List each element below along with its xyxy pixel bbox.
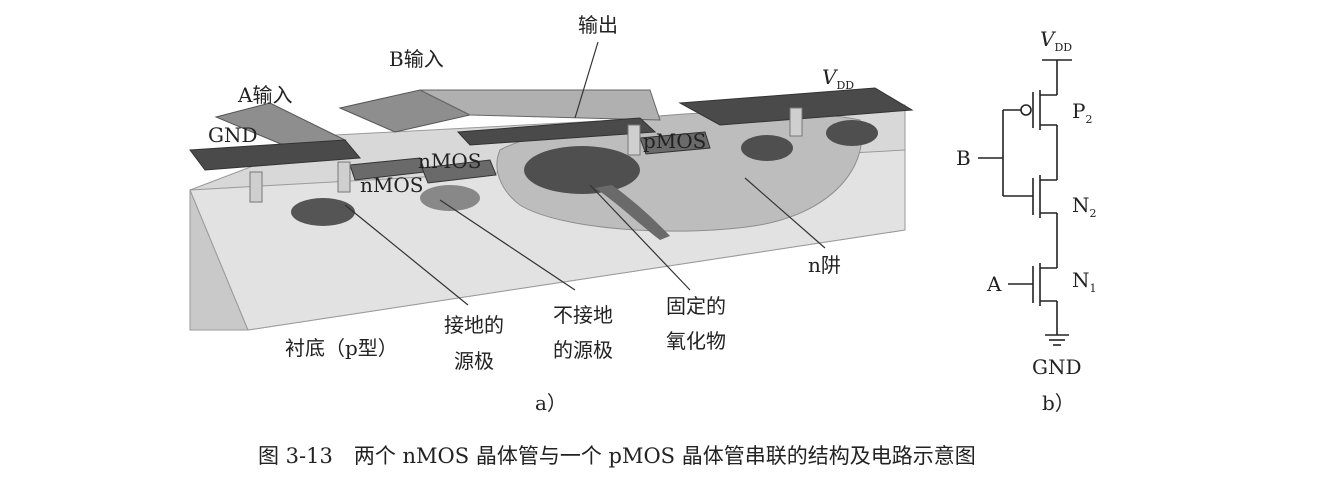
leader-grounded-source: [344, 204, 469, 306]
contact-post-3: [627, 124, 641, 156]
n2-label: N2: [1072, 193, 1097, 220]
label-b-input: B输入: [389, 47, 444, 71]
label-ungrounded-source-1: 不接地: [553, 303, 613, 327]
leader-n-well: [744, 177, 826, 249]
label-fixed-oxide-2: 氧化物: [666, 329, 726, 353]
circuit-schematic: VDD P2 N2 B A N1 GND: [956, 27, 1097, 415]
pmos-diffusion-2: [826, 120, 878, 146]
gnd-label: GND: [1032, 355, 1082, 379]
vdd-metal: [678, 87, 914, 126]
sublabel-a: a）: [535, 391, 567, 415]
leader-output: [574, 41, 599, 119]
input-a-label: A: [986, 272, 1002, 296]
field-oxide-tail: [595, 185, 670, 240]
label-fixed-oxide-1: 固定的: [666, 294, 726, 318]
label-ungrounded-source-2: 的源极: [553, 338, 613, 362]
label-n-well: n阱: [808, 253, 841, 277]
nmos-diffusion-2: [420, 185, 480, 211]
label-substrate: 衬底（p型）: [285, 336, 398, 360]
p2-gate-bubble: [1020, 104, 1032, 116]
input-b-label: B: [956, 146, 971, 170]
sublabel-b: b）: [1042, 391, 1075, 415]
leader-fixed-oxide: [589, 184, 691, 291]
p2-label: P2: [1072, 99, 1092, 126]
nmos-gate-2: [421, 159, 497, 184]
label-grounded-source-2: 源极: [454, 349, 494, 373]
contact-post-2: [337, 161, 351, 193]
circuit-vdd-label: VDD: [1040, 27, 1072, 54]
output-metal: [456, 117, 657, 146]
cmos-structure-illustration: A输入 B输入 输出 GND VDD nMOS nMOS pMOS n阱 衬底（…: [189, 13, 914, 415]
pmos-diffusion-1: [741, 135, 793, 161]
n1-label: N1: [1072, 268, 1097, 295]
leader-ungrounded-source: [439, 199, 576, 291]
label-a-input: A输入: [237, 83, 292, 107]
gnd-metal: [189, 139, 362, 171]
label-gnd: GND: [208, 123, 258, 147]
label-grounded-source-1: 接地的: [444, 313, 504, 337]
b-input-bridge: [419, 89, 661, 121]
label-nmos-1: nMOS: [360, 173, 423, 197]
contact-post-4: [789, 107, 803, 137]
figure-caption: 图 3-13 两个 nMOS 晶体管与一个 pMOS 晶体管串联的结构及电路示意…: [258, 444, 976, 468]
pmos-gate: [639, 131, 711, 155]
label-output: 输出: [578, 13, 618, 37]
label-pmos: pMOS: [643, 129, 706, 153]
label-vdd: VDD: [822, 65, 854, 92]
contact-post-1: [249, 171, 263, 203]
nmos-diffusion-1: [291, 198, 355, 226]
field-oxide-region: [524, 146, 640, 194]
label-nmos-2: nMOS: [418, 149, 481, 173]
